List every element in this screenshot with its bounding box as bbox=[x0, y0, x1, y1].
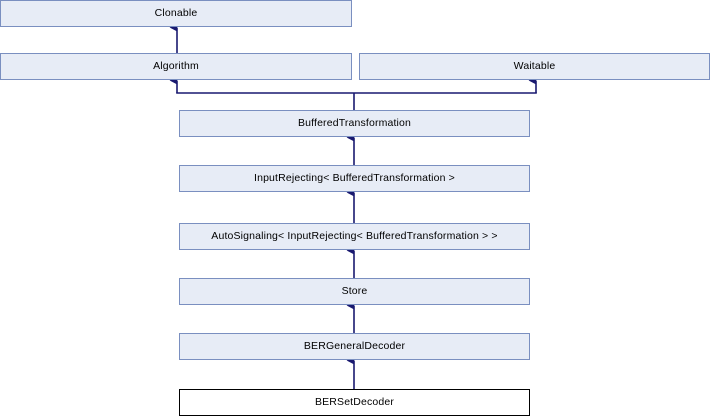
class-node-clonable[interactable]: Clonable bbox=[0, 0, 352, 27]
class-node-label: AutoSignaling< InputRejecting< BufferedT… bbox=[211, 230, 498, 243]
class-node-algorithm[interactable]: Algorithm bbox=[0, 53, 352, 80]
class-node-inputrejecting[interactable]: InputRejecting< BufferedTransformation > bbox=[179, 165, 530, 192]
class-node-label: Waitable bbox=[513, 60, 556, 73]
class-node-label: BufferedTransformation bbox=[297, 117, 412, 130]
class-node-label: Clonable bbox=[154, 7, 198, 20]
class-node-autosignaling[interactable]: AutoSignaling< InputRejecting< BufferedT… bbox=[179, 223, 530, 250]
class-node-label: Store bbox=[341, 285, 368, 298]
class-node-label: InputRejecting< BufferedTransformation > bbox=[254, 172, 455, 185]
edge-bus-buffered bbox=[176, 92, 537, 110]
class-node-store[interactable]: Store bbox=[179, 278, 530, 305]
class-node-label: Algorithm bbox=[153, 60, 199, 73]
class-node-label: BERSetDecoder bbox=[315, 396, 394, 409]
class-node-bersetdecoder[interactable]: BERSetDecoder bbox=[179, 389, 530, 416]
class-node-waitable[interactable]: Waitable bbox=[359, 53, 710, 80]
class-node-bufferedtransformation[interactable]: BufferedTransformation bbox=[179, 110, 530, 137]
class-node-label: BERGeneralDecoder bbox=[303, 340, 406, 353]
class-node-bergeneraldecoder[interactable]: BERGeneralDecoder bbox=[179, 333, 530, 360]
